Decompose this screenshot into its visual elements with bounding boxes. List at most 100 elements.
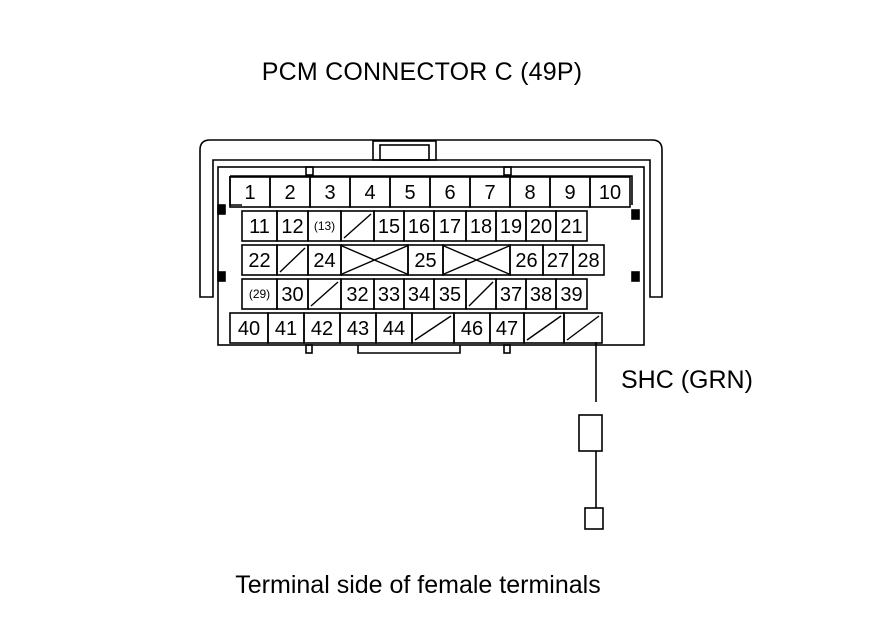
terminal-cell: 35 [433,278,467,310]
terminal-cell: 47 [489,312,525,344]
terminal-cell: 20 [525,210,557,242]
terminal-cell: 40 [229,312,269,344]
diagram-title: PCM CONNECTOR C (49P) [261,58,583,86]
terminal-label: 44 [383,318,405,340]
terminal-cell: 41 [267,312,305,344]
terminal-cell: 42 [303,312,341,344]
terminal-cell: 34 [403,278,435,310]
terminal-cell [340,244,409,276]
terminal-label: 6 [444,182,455,204]
terminal-cell: 44 [375,312,413,344]
terminal-cell: 43 [339,312,377,344]
terminal-label: 22 [248,250,270,272]
terminal-label: 9 [564,182,575,204]
terminal-cell: 26 [509,244,544,276]
terminal-label: 38 [530,284,552,306]
terminal-cell: 15 [373,210,405,242]
terminal-cell: 25 [407,244,444,276]
terminal-cell: 46 [453,312,491,344]
diagram-caption: Terminal side of female terminals [235,571,601,599]
terminal-label: 27 [547,250,569,272]
terminal-label: 11 [249,216,270,238]
terminal-label: 40 [238,318,260,340]
terminal-cell: 22 [241,244,278,276]
terminal-label: 5 [404,182,415,204]
terminal-label: 15 [378,216,400,238]
terminal-label: 4 [364,182,375,204]
terminal-cell: 3 [309,176,351,208]
terminal-label: 42 [311,318,333,340]
terminal-cell: 12 [276,210,309,242]
terminal-label: 7 [484,182,495,204]
terminal-cell: 19 [495,210,527,242]
terminal-cell [307,278,342,310]
terminal-cell: 37 [495,278,527,310]
terminal-label: (13) [314,219,335,233]
terminal-cell: 16 [403,210,435,242]
terminal-label: 10 [599,182,621,204]
terminal-label: 1 [244,182,255,204]
terminal-cell: 5 [389,176,431,208]
terminal-cell [465,278,497,310]
terminal-cell: 27 [542,244,574,276]
terminal-cell: 8 [509,176,551,208]
terminal-label: 8 [524,182,535,204]
terminal-label: 12 [281,216,303,238]
terminal-cell: 17 [433,210,467,242]
terminal-label: 20 [530,216,552,238]
terminal-label: 28 [577,250,599,272]
terminal-cell: 6 [429,176,471,208]
terminal-cell: 4 [349,176,391,208]
terminal-cell: 28 [572,244,605,276]
terminal-cell: 18 [465,210,497,242]
terminal-label: 47 [496,318,518,340]
terminal-label: 39 [560,284,582,306]
terminal-label: 21 [560,216,582,238]
shc-wire [578,342,604,530]
terminal-cell [442,244,511,276]
terminal-cell: 33 [373,278,405,310]
terminal-label: 30 [281,284,303,306]
terminal-label: 24 [313,250,335,272]
terminal-cell: 11 [241,210,278,242]
terminal-label: 43 [347,318,369,340]
terminal-cell [411,312,455,344]
terminal-cell: 9 [549,176,591,208]
terminal-cell [563,312,603,344]
terminal-cell [340,210,375,242]
connector-housing [199,139,663,354]
terminal-label: 18 [470,216,492,238]
terminal-cell: 38 [525,278,557,310]
terminal-cell [523,312,565,344]
terminal-cell: 1 [229,176,271,208]
terminal-label: 3 [324,182,335,204]
terminal-label: 26 [515,250,537,272]
terminal-cell: 32 [340,278,375,310]
terminal-label: 25 [414,250,436,272]
terminal-cell [276,244,309,276]
wire-label-shc: SHC (GRN) [621,366,753,394]
terminal-label: 19 [500,216,522,238]
terminal-label: 46 [461,318,483,340]
terminal-cell: 2 [269,176,311,208]
terminal-cell: 39 [555,278,588,310]
terminal-cell: 10 [589,176,631,208]
terminal-label: 16 [408,216,430,238]
terminal-label: (29) [249,287,270,301]
terminal-label: 33 [378,284,400,306]
terminal-cell: 24 [307,244,342,276]
terminal-cell: 30 [276,278,309,310]
terminal-label: 41 [275,318,297,340]
terminal-cell: 21 [555,210,588,242]
terminal-label: 2 [284,182,295,204]
terminal-label: 37 [500,284,522,306]
terminal-label: 32 [346,284,368,306]
terminal-label: 35 [439,284,461,306]
terminal-label: 17 [439,216,461,238]
terminal-label: 34 [408,284,430,306]
terminal-cell: (13) [307,210,342,242]
terminal-cell: 7 [469,176,511,208]
terminal-cell: (29) [241,278,278,310]
